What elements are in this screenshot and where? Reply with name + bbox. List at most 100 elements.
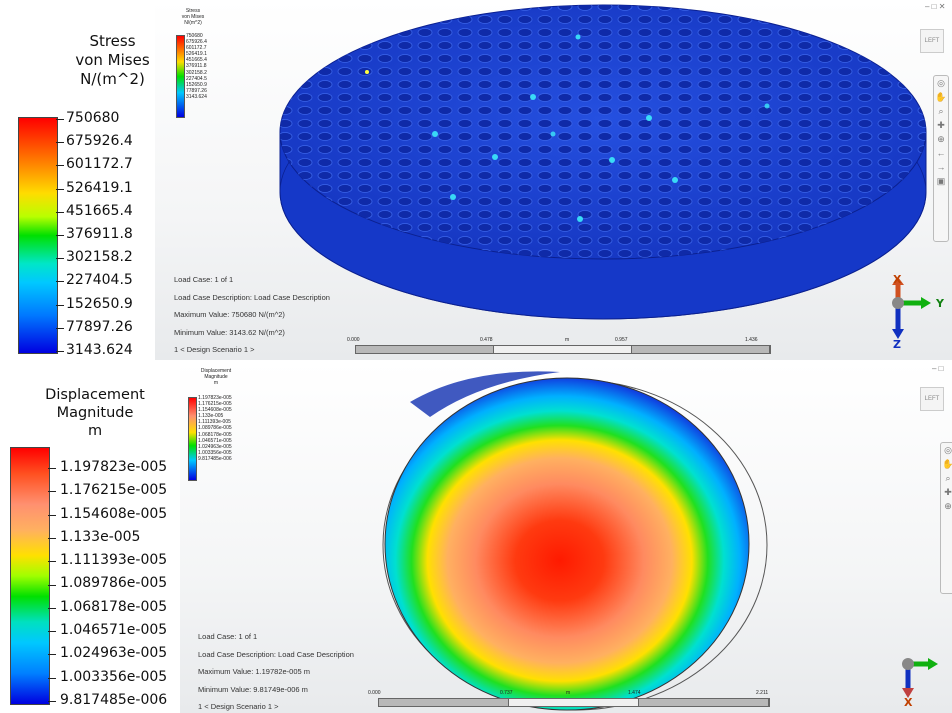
stress-legend-title-line1: Stress [89, 32, 136, 50]
displacement-plate-model [382, 371, 768, 711]
displacement-scale-bar [378, 698, 770, 707]
displacement-legend-value: 1.068178e-005 [60, 598, 168, 615]
rewind-icon[interactable]: ← [936, 148, 946, 158]
stress-legend-value: 451665.4 [66, 202, 133, 219]
stress-legend-tick [56, 258, 64, 260]
stress-legend-tick [56, 281, 64, 283]
zoom-icon[interactable]: ⌕ [938, 106, 944, 116]
stress-info-block: Load Case: 1 of 1 Load Case Description:… [174, 271, 330, 359]
stress-legend-value: 750680 [66, 109, 120, 126]
stress-mini-value: 601172.7 [186, 45, 207, 52]
displacement-legend-tick [48, 468, 56, 469]
displacement-legend-tick [48, 677, 56, 679]
stress-mini-value: 675926.4 [186, 39, 207, 46]
disp-scale-label-unit: m [566, 690, 571, 696]
displacement-mini-title1: Displacement [200, 368, 232, 374]
displacement-mini-unit: m [213, 380, 219, 387]
pan-icon[interactable]: ✋ [935, 92, 947, 102]
stress-mini-value: 750680 [186, 33, 203, 39]
displacement-mini-title2: Magnitude [204, 374, 228, 381]
displacement-legend-tick [48, 584, 56, 586]
displacement-load-case: Load Case: 1 of 1 [198, 632, 258, 641]
displacement-legend-tick [48, 607, 56, 609]
stress-legend-tick [56, 119, 64, 120]
stress-mini-value: 3143.624 [186, 93, 207, 100]
displacement-maximum-value: Maximum Value: 1.19782e-005 m [198, 667, 311, 676]
displacement-legend-value: 1.003356e-005 [60, 668, 168, 685]
stress-design-scenario[interactable]: 1 < Design Scenario 1 > [174, 345, 255, 354]
displacement-mini-value: 1.154608e-005 [198, 407, 232, 414]
scale-label-unit: m [565, 337, 570, 343]
orbit-icon[interactable]: ✚ [944, 487, 952, 497]
stress-legend-value: 227404.5 [66, 272, 133, 289]
stress-navigation-bar[interactable]: ◎ ✋ ⌕ ✚ ⊕ ← → ▣ [933, 75, 949, 242]
stress-mini-legend: Stress von Mises N/(m^2) [173, 8, 213, 26]
displacement-legend-value: 1.154608e-005 [60, 505, 168, 522]
displacement-axis-triad [902, 658, 938, 698]
displacement-navigation-bar[interactable]: ◎ ✋ ⌕ ✚ ⊕ [940, 442, 952, 594]
stress-mini-value: 302158.2 [186, 69, 207, 76]
displacement-mini-color-bar [188, 397, 197, 481]
stress-mini-value: 526419.1 [186, 51, 207, 58]
displacement-legend-tick [48, 701, 56, 702]
stress-legend-unit: N/(m^2) [80, 69, 145, 88]
stress-mini-unit: N/(m^2) [184, 20, 202, 27]
displacement-legend-title-line2: Magnitude [56, 405, 134, 422]
stress-window-controls[interactable]: – □ ✕ [925, 2, 946, 11]
axis-x-label: X [893, 273, 902, 286]
stress-plate-model [279, 4, 927, 320]
scale-label-2: 0.957 [615, 337, 628, 343]
displacement-view-cube[interactable]: LEFT [920, 387, 944, 411]
displacement-legend-tick [48, 561, 56, 563]
stress-legend-value: 675926.4 [66, 133, 133, 150]
scale-label-0: 0.000 [347, 337, 360, 343]
stress-legend-tick [56, 211, 64, 213]
stress-legend-tick [56, 351, 64, 352]
steering-wheel-icon[interactable]: ◎ [937, 78, 945, 88]
scale-label-1: 0.478 [480, 337, 493, 343]
stress-legend-tick [56, 142, 64, 144]
zoom-extents-icon[interactable]: ⊕ [937, 134, 945, 144]
displacement-mini-value: 9.817485e-006 [198, 455, 232, 462]
stress-legend-tick [56, 327, 64, 329]
displacement-mini-legend: Displacement Magnitude m [186, 368, 246, 386]
displacement-info-block: Load Case: 1 of 1 Load Case Description:… [198, 628, 354, 713]
displacement-legend-value: 1.197823e-005 [60, 458, 168, 475]
displacement-design-scenario[interactable]: 1 < Design Scenario 1 > [198, 702, 279, 711]
stress-legend-value: 302158.2 [66, 249, 133, 266]
displacement-mini-value: 1.176215e-005 [198, 401, 232, 408]
stress-view-cube[interactable]: LEFT [920, 29, 944, 53]
displacement-legend-value: 1.024963e-005 [60, 645, 168, 662]
stress-mini-value: 451665.4 [186, 57, 207, 64]
stress-maximum-value: Maximum Value: 750680 N/(m^2) [174, 310, 285, 319]
stress-color-bar [18, 117, 58, 354]
displacement-mini-value: 1.089786e-005 [198, 425, 232, 432]
displacement-legend-tick [48, 631, 56, 633]
look-icon[interactable]: ▣ [936, 176, 946, 186]
disp-scale-label-0: 0.000 [368, 690, 381, 696]
zoom-icon[interactable]: ⌕ [945, 473, 951, 483]
displacement-color-bar [10, 447, 50, 705]
displacement-legend-tick [48, 514, 56, 516]
stress-legend-tick [56, 165, 64, 167]
stress-mini-value: 376911.8 [186, 63, 207, 70]
orbit-icon[interactable]: ✚ [937, 120, 945, 130]
displacement-legend-tick [48, 654, 56, 656]
forward-icon[interactable]: → [936, 162, 946, 172]
displacement-mini-value: 1.003356e-005 [198, 449, 232, 456]
displacement-window-controls[interactable]: – □ [932, 364, 944, 373]
pan-icon[interactable]: ✋ [942, 459, 952, 469]
stress-mini-title2: von Mises [181, 14, 205, 21]
displacement-mini-value: 1.068178e-005 [198, 431, 232, 438]
zoom-extents-icon[interactable]: ⊕ [944, 501, 952, 511]
scale-label-3: 1.436 [745, 337, 758, 343]
stress-scale-labels: 0.000 0.478 m 0.957 1.436 [347, 337, 769, 345]
stress-scale-bar [355, 345, 771, 354]
displacement-legend-title: Displacement Magnitude m [30, 386, 160, 440]
displacement-legend-title-line1: Displacement [45, 387, 145, 403]
steering-wheel-icon[interactable]: ◎ [944, 445, 952, 455]
